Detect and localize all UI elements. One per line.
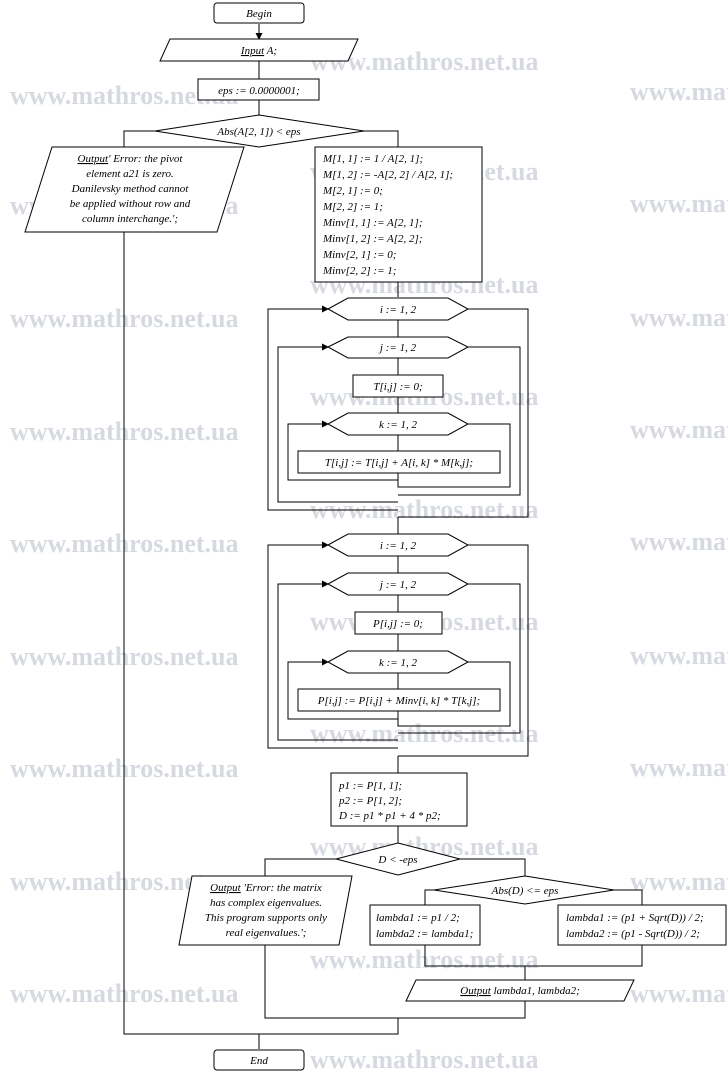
output-rest: lambda1, lambda2; (491, 985, 580, 997)
loop2-j-hexagon (326, 572, 470, 596)
loop1-k-hexagon (326, 412, 470, 436)
end-label: End (249, 1055, 268, 1067)
loop1-j-hexagon (326, 336, 470, 359)
init-line: M[2, 2] := 1; (322, 201, 383, 213)
loop2-k-hexagon (326, 650, 470, 674)
error-pivot-text: ' Error: the pivot (108, 153, 183, 165)
loop1-j-label: j := 1, 2 (378, 342, 417, 354)
labels: Begin Input A; eps := 0.0000001; Abs(A[2… (70, 8, 704, 1067)
loop1-i-hexagon (326, 297, 470, 321)
init-line: Minv[1, 2] := A[2, 2]; (322, 233, 423, 245)
watermark: www.mathros.net.ua (630, 979, 728, 1008)
coef-line: p2 := P[1, 2]; (338, 795, 402, 807)
lambda-equal-line: lambda1 := p1 / 2; (376, 912, 460, 924)
watermark: www.mathros.net.ua (630, 415, 728, 444)
p-sum-label: P[i,j] := P[i,j] + Minv[i, k] * T[k,j]; (317, 695, 480, 707)
init-line: M[1, 2] := -A[2, 2] / A[2, 1]; (322, 169, 453, 181)
init-line: Minv[2, 1] := 0; (322, 249, 396, 261)
error-pivot-line: be applied without row and (70, 198, 191, 210)
error-pivot-output (24, 146, 245, 233)
pivot-condition: Abs(A[2, 1]) < eps (216, 126, 300, 138)
t-sum-label: T[i,j] := T[i,j] + A[i, k] * M[k,j]; (325, 457, 473, 469)
t-sum-process (297, 450, 501, 474)
matrix-init-process (314, 146, 483, 283)
begin-label: Begin (246, 8, 272, 20)
input-rest: A; (264, 45, 277, 57)
loop2-i-label: i := 1, 2 (380, 540, 417, 552)
init-line: Minv[1, 1] := A[2, 1]; (322, 217, 423, 229)
connectors (123, 24, 643, 1049)
watermark: www.mathros.net.ua (630, 189, 728, 218)
watermark: www.mathros.net.ua (630, 867, 728, 896)
error-complex-line: real eigenvalues.'; (226, 927, 307, 939)
init-line: Minv[2, 2] := 1; (322, 265, 396, 277)
error-complex-keyword: Output (210, 882, 242, 894)
loop2-j-label: j := 1, 2 (378, 579, 417, 591)
input-parallelogram (159, 38, 359, 62)
lambda-equal-line: lambda2 := lambda1; (376, 928, 473, 940)
coef-line: D := p1 * p1 + 4 * p2; (338, 810, 441, 822)
error-pivot-line: element a21 is zero. (86, 168, 174, 180)
error-complex-output (178, 875, 353, 946)
error-complex-text: 'Error: the matrix (241, 882, 322, 894)
init-line: M[2, 1] := 0; (322, 185, 383, 197)
error-complex-line: has complex eigenvalues. (210, 897, 322, 909)
begin-terminal (213, 2, 305, 24)
output-lambdas (405, 979, 635, 1002)
abs-decision (433, 875, 615, 905)
p-sum-process (297, 688, 501, 712)
watermark: www.mathros.net.ua (630, 753, 728, 782)
loop1-k-label: k := 1, 2 (379, 419, 417, 431)
lambda-distinct-process (557, 904, 727, 946)
error-pivot-line: Danilevsky method cannot (71, 183, 190, 195)
discriminant-decision (335, 842, 461, 876)
init-line: M[1, 1] := 1 / A[2, 1]; (322, 153, 423, 165)
coef-line: p1 := P[1, 1]; (338, 780, 402, 792)
lambda-equal-process (369, 904, 481, 946)
lambda-distinct-line: lambda2 := (p1 - Sqrt(D)) / 2; (566, 928, 700, 940)
lambda-distinct-line: lambda1 := (p1 + Sqrt(D)) / 2; (566, 912, 704, 924)
p-init-process (354, 611, 443, 635)
output-lambdas-label: Output lambda1, lambda2; (460, 985, 579, 997)
discriminant-condition: D < -eps (377, 854, 417, 866)
pivot-decision (154, 114, 365, 148)
watermark: www.mathros.net.ua (630, 641, 728, 670)
watermark: www.mathros.net.ua (630, 527, 728, 556)
error-pivot-line: column interchange.'; (82, 213, 178, 225)
p-init-label: P[i,j] := 0; (372, 618, 423, 630)
eps-process (197, 78, 320, 101)
error-pivot-line: Output' Error: the pivot (78, 153, 184, 165)
loop1-i-label: i := 1, 2 (380, 304, 417, 316)
watermark: www.mathros.net.ua (310, 945, 538, 974)
watermark: www.mathros.net.ua (630, 77, 728, 106)
eps-label: eps := 0.0000001; (218, 85, 300, 97)
output-keyword: Output (460, 985, 492, 997)
abs-condition: Abs(D) <= eps (491, 885, 559, 897)
input-label: Input A; (240, 45, 277, 57)
watermark: www.mathros.net.ua (630, 303, 728, 332)
error-complex-line: Output 'Error: the matrix (210, 882, 322, 894)
t-init-label: T[i,j] := 0; (373, 381, 422, 393)
shapes (24, 2, 727, 1071)
coef-process (330, 772, 468, 827)
loop2-k-label: k := 1, 2 (379, 657, 417, 669)
watermark: www.mathros.net.ua (310, 1045, 538, 1074)
end-terminal (213, 1049, 305, 1071)
t-init-process (352, 374, 444, 398)
loop2-i-hexagon (326, 533, 470, 557)
error-complex-line: This program supports only (205, 912, 327, 924)
error-pivot-keyword: Output (78, 153, 110, 165)
input-keyword: Input (240, 45, 265, 57)
